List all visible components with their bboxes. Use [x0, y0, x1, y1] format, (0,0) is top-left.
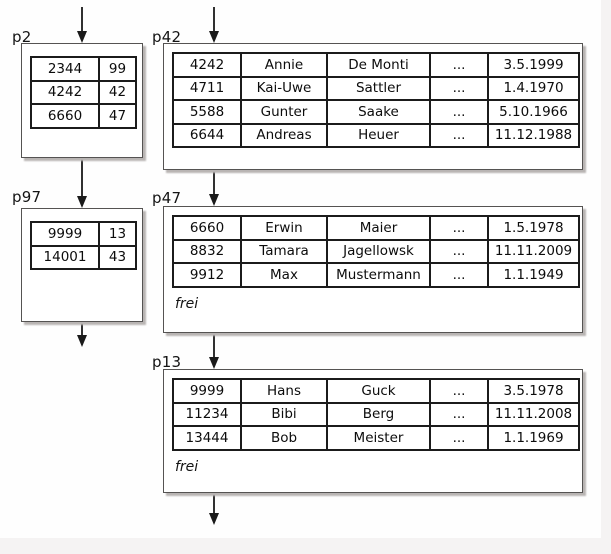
table-cell: Jagellowsk [326, 238, 431, 264]
page-label-p47: p47 [152, 189, 182, 207]
table-cell: 4242 [30, 79, 100, 105]
table-cell: 1.1.1969 [487, 425, 580, 451]
table-cell: 13444 [172, 425, 242, 451]
table-cell: 47 [98, 103, 137, 129]
table-cell: 9912 [172, 262, 242, 288]
table-cell: ... [429, 215, 489, 241]
table-cell: 8832 [172, 238, 242, 264]
table-cell: 5.10.1966 [487, 99, 580, 125]
table-cell: 6660 [172, 215, 242, 241]
table-cell: 11234 [172, 401, 242, 427]
free-space-label: frei [175, 458, 199, 475]
table-cell: 11.11.2009 [487, 238, 580, 264]
table-cell: 6644 [172, 122, 242, 148]
table-cell: 3.5.1978 [487, 378, 580, 404]
table-cell: ... [429, 99, 489, 125]
table-cell: 2344 [30, 56, 100, 82]
table-cell: Max [240, 262, 328, 288]
table-cell: Erwin [240, 215, 328, 241]
table-cell: ... [429, 401, 489, 427]
table-cell: 11.11.2008 [487, 401, 580, 427]
table-cell: 9999 [30, 221, 100, 247]
table-cell: Maier [326, 215, 431, 241]
table-cell: 13 [98, 221, 137, 247]
free-space-label: frei [175, 295, 199, 312]
page-label-p97: p97 [12, 188, 42, 206]
table-cell: ... [429, 122, 489, 148]
table-cell: ... [429, 425, 489, 451]
table-cell: ... [429, 378, 489, 404]
table-cell: De Monti [326, 52, 431, 78]
table-cell: Mustermann [326, 262, 431, 288]
table-cell: ... [429, 75, 489, 101]
table-cell: 3.5.1999 [487, 52, 580, 78]
page-label-p2: p2 [12, 28, 32, 46]
table-cell: 14001 [30, 244, 100, 270]
table-cell: Annie [240, 52, 328, 78]
table-cell: ... [429, 238, 489, 264]
table-cell: 42 [98, 79, 137, 105]
table-cell: Kai-Uwe [240, 75, 328, 101]
table-cell: Andreas [240, 122, 328, 148]
table-cell: 11.12.1988 [487, 122, 580, 148]
page-label-p13: p13 [152, 353, 182, 371]
table-cell: 1.4.1970 [487, 75, 580, 101]
table-cell: 1.5.1978 [487, 215, 580, 241]
table-cell: 43 [98, 244, 137, 270]
table-cell: Bob [240, 425, 328, 451]
table-cell: 5588 [172, 99, 242, 125]
table-cell: 1.1.1949 [487, 262, 580, 288]
table-cell: Gunter [240, 99, 328, 125]
table-cell: Berg [326, 401, 431, 427]
table-cell: 9999 [172, 378, 242, 404]
table-cell: 4242 [172, 52, 242, 78]
table-cell: ... [429, 52, 489, 78]
table-cell: Guck [326, 378, 431, 404]
table-cell: Bibi [240, 401, 328, 427]
table-cell: ... [429, 262, 489, 288]
table-cell: 99 [98, 56, 137, 82]
table-cell: Tamara [240, 238, 328, 264]
table-cell: 4711 [172, 75, 242, 101]
table-cell: Saake [326, 99, 431, 125]
table-cell: Heuer [326, 122, 431, 148]
table-cell: Meister [326, 425, 431, 451]
page-label-p42: p42 [152, 28, 182, 46]
table-cell: Hans [240, 378, 328, 404]
table-cell: 6660 [30, 103, 100, 129]
table-cell: Sattler [326, 75, 431, 101]
